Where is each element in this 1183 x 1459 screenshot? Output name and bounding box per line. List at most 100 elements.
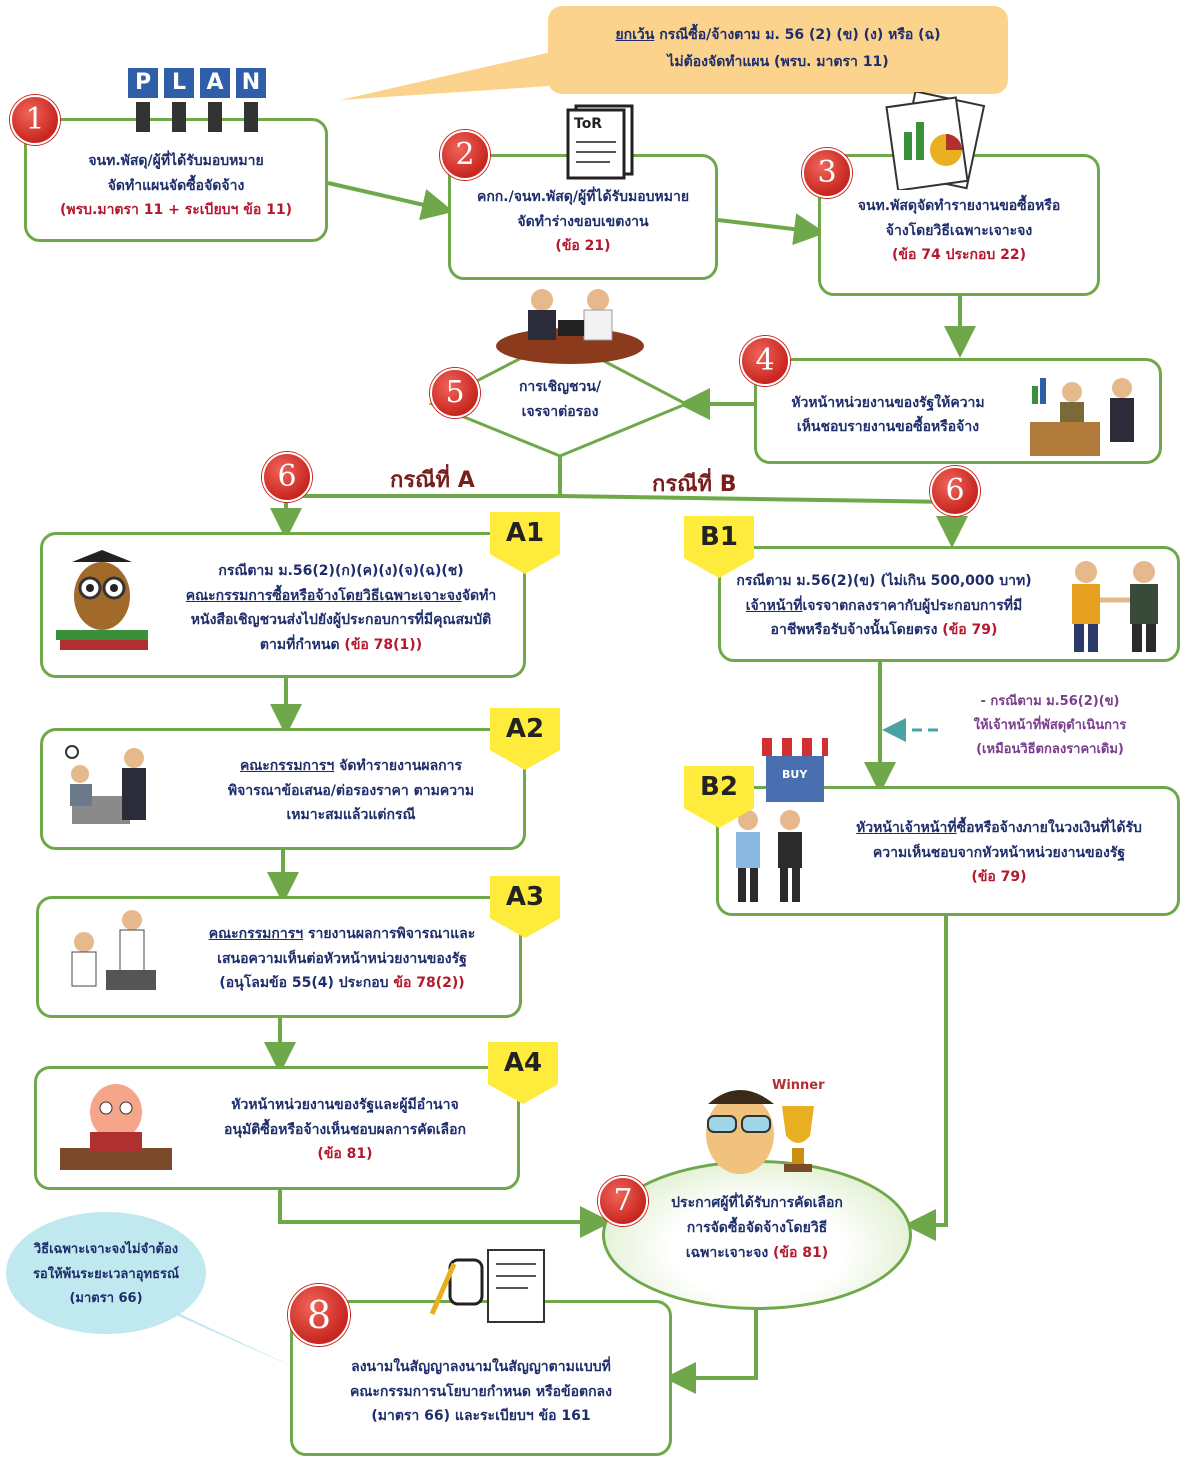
step-6-badge-b: 6 [930, 466, 980, 516]
exception-note: ยกเว้น กรณีซื้อ/จ้างตาม ม. 56 (2) (ข) (ง… [548, 6, 1008, 94]
step-1-badge: 1 [10, 95, 60, 145]
step-1-ref: (พรบ.มาตรา 11 + ระเบียบฯ ข้อ 11) [59, 202, 293, 219]
a1-line1: กรณีตาม ม.56(2)(ก)(ค)(ง)(จ)(ฉ)(ช) [218, 563, 464, 579]
shop-buy-icon: BUY [758, 732, 832, 804]
a4-ref: (ข้อ 81) [317, 1146, 373, 1163]
b1-line1: กรณีตาม ม.56(2)(ข) (ไม่เกิน 500,000 บาท) [736, 573, 1032, 590]
b2-line1: ซื้อหรือจ้างภายในวงเงินที่ได้รับ [956, 820, 1142, 837]
owl-books-icon [50, 548, 160, 658]
office-desk-icon [50, 744, 170, 834]
manager-desk-icon [1020, 368, 1150, 458]
a2-committee: คณะกรรมการฯ [239, 758, 335, 775]
a1-box: กรณีตาม ม.56(2)(ก)(ค)(ง)(จ)(ฉ)(ช) คณะกรร… [40, 532, 526, 678]
step-7-ellipse: ประกาศผู้ที่ได้รับการคัดเลือก การจัดซื้อ… [602, 1160, 912, 1310]
bubble-line1: วิธีเฉพาะเจาะจงไม่จำต้อง [33, 1242, 179, 1257]
officers-icon [724, 806, 814, 906]
meeting-people-icon [492, 282, 648, 368]
step-7-ref: (ข้อ 81) [773, 1245, 829, 1262]
step-7-line3: เฉพาะเจาะจง [685, 1245, 769, 1262]
report-meeting-icon [56, 900, 166, 1000]
a3-line2: เสนอความเห็นต่อหัวหน้าหน่วยงานของรัฐ [217, 950, 467, 967]
step-7-badge: 7 [598, 1176, 648, 1226]
step-3-line2: จ้างโดยวิธีเฉพาะเจาะจง [885, 222, 1033, 239]
step-1-line2: จัดทำแผนจัดซื้อจัดจ้าง [107, 177, 245, 194]
step-7-line2: การจัดซื้อจัดจ้างโดยวิธี [686, 1220, 828, 1237]
bubble-line3: (มาตรา 66) [69, 1291, 143, 1307]
arrow-7-to-8 [664, 1310, 758, 1394]
a3-committee: คณะกรรมการฯ [208, 926, 304, 943]
a1-line3: หนังสือเชิญชวนส่งไปยังผู้ประกอบการที่มีค… [190, 612, 492, 628]
step-4-line1: หัวหน้าหน่วยงานของรัฐให้ความ [791, 394, 985, 411]
arrow-1-to-2 [327, 181, 454, 221]
step-1-line1: จนท.พัสดุ/ผู้ที่ได้รับมอบหมาย [88, 153, 264, 170]
step-8-line1: ลงนามในสัญญาลงนามในสัญญาตามแบบที่ [351, 1359, 611, 1376]
exception-note-label: ยกเว้น [615, 27, 655, 43]
tor-document-icon: ToR [556, 102, 648, 182]
contract-signing-icon [418, 1244, 558, 1334]
a2-line1: จัดทำรายงานผลการ [339, 758, 463, 775]
b2-line2: ความเห็นชอบจากหัวหน้าหน่วยงานของรัฐ [872, 844, 1126, 861]
b-side-note: - กรณีตาม ม.56(2)(ข) ให้เจ้าหน้าที่พัสดุ… [930, 690, 1170, 762]
a1-line2: จัดทำ [461, 587, 497, 604]
b1-officer: เจ้าหน้าที่ [745, 597, 803, 614]
step-5-decision: การเชิญชวน/ เจรจาต่อรอง [492, 375, 628, 425]
step-3-ref: (ข้อ 74 ประกอบ 22) [891, 247, 1027, 264]
a3-line3: (อนุโลมข้อ 55(4) ประกอบ [219, 975, 389, 992]
step-8-line2: คณะกรรมการนโยบายกำหนด หรือข้อตกลง [350, 1383, 612, 1400]
side-note-line2: ให้เจ้าหน้าที่พัสดุดำเนินการ [973, 718, 1127, 734]
a4-line1: หัวหน้าหน่วยงานของรัฐและผู้มีอำนาจ [231, 1097, 459, 1114]
step-8-ref: (มาตรา 66) และระเบียบฯ ข้อ 161 [371, 1408, 591, 1425]
a4-line2: อนุมัติซื้อหรือจ้างเห็นชอบผลการคัดเลือก [224, 1121, 466, 1138]
step-6-badge-a: 6 [262, 452, 312, 502]
step-8-box: ลงนามในสัญญาลงนามในสัญญาตามแบบที่ คณะกรร… [290, 1300, 672, 1456]
arrow-a4-to-7 [278, 1190, 612, 1238]
winner-trophy-icon: Winner [694, 1076, 825, 1180]
step-2-line2: จัดทำร่างขอบเขตงาน [517, 213, 649, 230]
a2-line3: เหมาะสมแล้วแต่กรณี [286, 807, 416, 824]
step-4-line2: เห็นชอบรายงานขอซื้อหรือจ้าง [796, 419, 980, 435]
b2-ref: (ข้อ 79) [971, 869, 1027, 886]
a3-line1: รายงานผลการพิจารณาและ [307, 926, 476, 943]
case-a-label: กรณีที่ A [390, 468, 475, 493]
handshake-icon [1058, 556, 1174, 656]
exception-note-line1: กรณีซื้อ/จ้างตาม ม. 56 (2) (ข) (ง) หรือ … [659, 27, 941, 43]
step-7-line1: ประกาศผู้ที่ได้รับการคัดเลือก [671, 1195, 843, 1211]
tor-icon-label: ToR [574, 116, 603, 132]
step-3-badge: 3 [802, 148, 852, 198]
a3-ref: ข้อ 78(2)) [393, 975, 465, 992]
approver-icon [54, 1076, 178, 1176]
step-5-line1: การเชิญชวน/ [518, 379, 602, 395]
a1-line4: ตามที่กำหนด [259, 636, 340, 653]
step-4-badge: 4 [740, 336, 790, 386]
exception-note-line2: ไม่ต้องจัดทำแผน (พรบ. มาตรา 11) [667, 53, 889, 70]
step-1-box: จนท.พัสดุ/ผู้ที่ได้รับมอบหมาย จัดทำแผนจั… [24, 118, 328, 242]
b2-head-officer: หัวหน้าเจ้าหน้าที่ [856, 820, 957, 837]
arrow-b2-to-7 [904, 916, 948, 1241]
step-8-badge: 8 [288, 1284, 350, 1346]
buy-icon-label: BUY [782, 768, 808, 781]
b1-box: กรณีตาม ม.56(2)(ข) (ไม่เกิน 500,000 บาท)… [718, 546, 1180, 662]
b1-line3: อาชีพหรือรับจ้างนั้นโดยตรง [770, 622, 938, 639]
step-2-ref: (ข้อ 21) [555, 238, 611, 255]
a1-committee: คณะกรรมการซื้อหรือจ้างโดยวิธีเฉพาะเจาะจง [185, 587, 462, 604]
step-2-badge: 2 [440, 130, 490, 180]
side-note-line3: (เหมือนวิธีตกลงราคาเดิม) [976, 742, 1124, 758]
arrow-2-to-3 [717, 213, 826, 246]
step-2-line1: คกก./จนท.พัสดุ/ผู้ที่ได้รับมอบหมาย [476, 189, 690, 206]
plan-icon: P L A N [128, 68, 278, 138]
case-b-label: กรณีที่ B [652, 472, 737, 497]
step-5-badge: 5 [430, 368, 480, 418]
step-3-line1: จนท.พัสดุจัดทำรายงานขอซื้อหรือ [857, 198, 1061, 215]
a3-box: คณะกรรมการฯ รายงานผลการพิจารณาและ เสนอคว… [36, 896, 522, 1018]
a1-ref: (ข้อ 78(1)) [344, 636, 423, 653]
report-icon [882, 90, 1002, 192]
b1-ref: (ข้อ 79) [942, 622, 998, 639]
a2-line2: พิจารณาข้อเสนอ/ต่อรองราคา ตามความ [227, 782, 475, 799]
winner-label: Winner [772, 1078, 825, 1093]
side-note-line1: - กรณีตาม ม.56(2)(ข) [980, 694, 1120, 709]
b1-line2: เจรจาตกลงราคากับผู้ประกอบการที่มี [802, 597, 1023, 614]
step-5-line2: เจรจาต่อรอง [521, 404, 599, 421]
bubble-line2: รอให้พ้นระยะเวลาอุทธรณ์ [32, 1266, 180, 1282]
appeal-note-bubble: วิธีเฉพาะเจาะจงไม่จำต้อง รอให้พ้นระยะเวล… [6, 1212, 206, 1334]
